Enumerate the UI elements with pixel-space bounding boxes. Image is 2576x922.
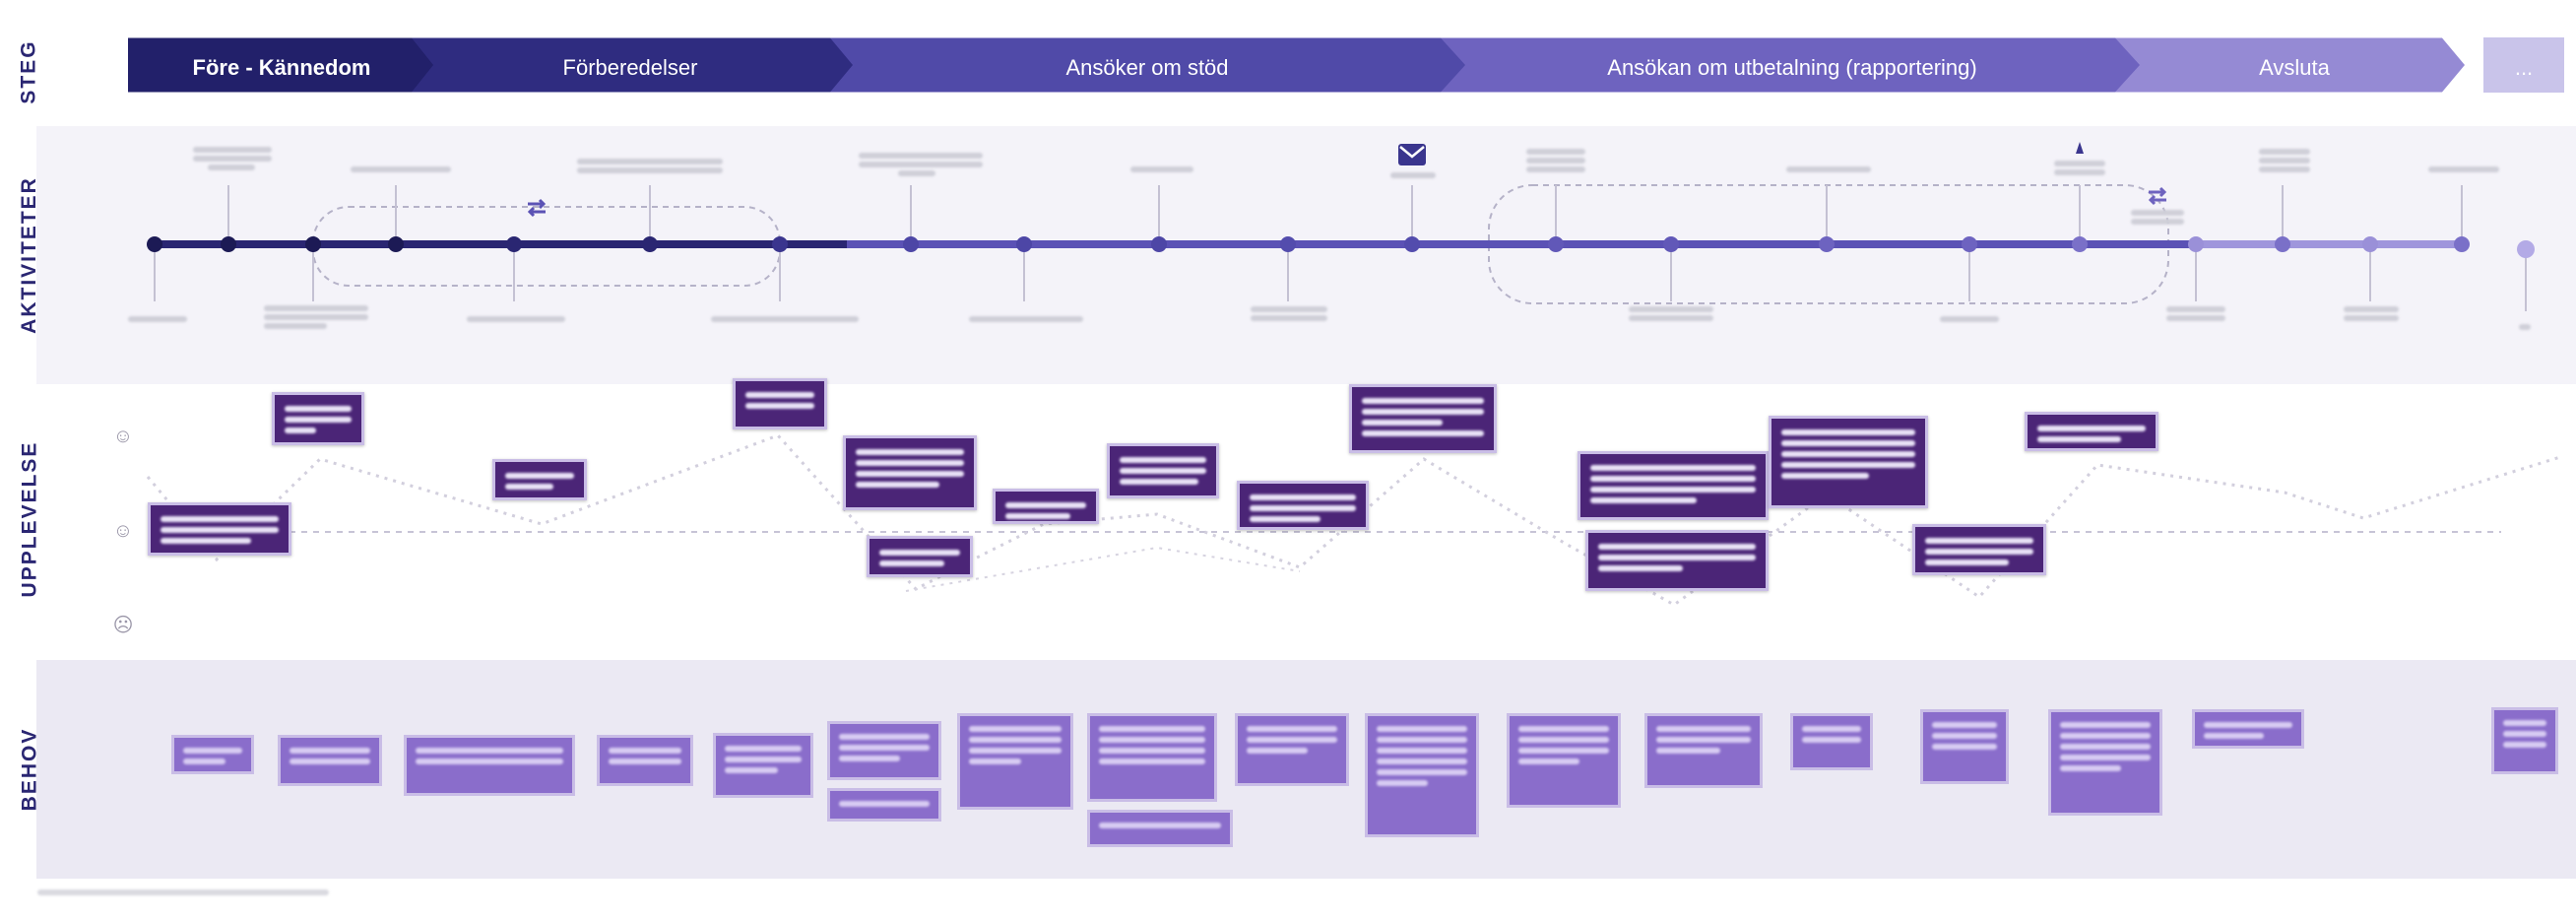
activity-dot[interactable] — [2072, 236, 2088, 252]
need-note[interactable] — [2048, 709, 2162, 816]
step-arrow-more — [2483, 37, 2564, 93]
experience-note[interactable] — [2025, 412, 2158, 451]
step-arrow-forberedelser — [412, 37, 855, 93]
experience-note[interactable] — [843, 435, 977, 510]
step-label-0: Före - Kännedom — [192, 55, 371, 80]
aktiviteter-lane — [36, 126, 2576, 384]
activity-dot[interactable] — [221, 236, 236, 252]
experience-note[interactable] — [1585, 530, 1769, 591]
experience-note[interactable] — [993, 489, 1099, 524]
need-note[interactable] — [1644, 713, 1763, 788]
activity-timeline — [147, 142, 2535, 311]
repeat-icon — [2148, 186, 2167, 206]
activity-dot[interactable] — [642, 236, 658, 252]
activity-dot[interactable] — [2275, 236, 2290, 252]
emotion-curve — [146, 433, 2561, 607]
activity-dot[interactable] — [2188, 236, 2204, 252]
experience-note[interactable] — [1349, 384, 1497, 453]
activity-dot[interactable] — [506, 236, 522, 252]
footer-note — [37, 887, 329, 898]
need-note[interactable] — [2192, 709, 2304, 749]
experience-note[interactable] — [148, 502, 291, 556]
need-note[interactable] — [1507, 713, 1621, 808]
need-note[interactable] — [2491, 707, 2558, 774]
activity-dot[interactable] — [147, 236, 162, 252]
step-arrow-avsluta — [2115, 37, 2465, 93]
experience-note[interactable] — [1107, 443, 1219, 498]
experience-note[interactable] — [1578, 451, 1769, 520]
experience-note[interactable] — [1237, 481, 1369, 530]
lane-label-behov: BEHOV — [10, 660, 49, 879]
step-arrow-utbetalning — [1441, 37, 2142, 93]
need-note[interactable] — [957, 713, 1073, 810]
need-note[interactable] — [1087, 713, 1217, 802]
activity-dot[interactable] — [1819, 236, 1835, 252]
need-note[interactable] — [827, 721, 941, 780]
experience-note[interactable] — [492, 459, 587, 500]
steps-bar — [128, 37, 2564, 93]
experience-note[interactable] — [733, 378, 827, 429]
step-label-2: Ansöker om stöd — [1065, 55, 1229, 80]
experience-note[interactable] — [272, 392, 364, 445]
need-note[interactable] — [171, 735, 254, 774]
notification-icon — [2076, 142, 2084, 154]
step-label-4: Avsluta — [2259, 55, 2330, 80]
experience-note[interactable] — [1769, 416, 1928, 508]
step-arrow-ansoker — [830, 37, 1467, 93]
neutral-face-icon: ☺ — [112, 520, 134, 542]
activity-dot[interactable] — [1663, 236, 1679, 252]
need-note[interactable] — [278, 735, 382, 786]
experience-note[interactable] — [867, 536, 973, 577]
need-note[interactable] — [827, 788, 941, 822]
need-note[interactable] — [404, 735, 575, 796]
need-note[interactable] — [1920, 709, 2009, 784]
activity-dot[interactable] — [1404, 236, 1420, 252]
need-note[interactable] — [713, 733, 813, 798]
activity-dot[interactable] — [388, 236, 404, 252]
step-label-3: Ansökan om utbetalning (rapportering) — [1607, 55, 1977, 80]
repeat-icon — [527, 198, 547, 218]
step-label-1: Förberedelser — [562, 55, 698, 80]
activity-dot[interactable] — [1280, 236, 1296, 252]
mail-icon — [1398, 144, 1426, 165]
activity-dot[interactable] — [1151, 236, 1167, 252]
experience-note[interactable] — [1912, 524, 2046, 575]
need-note[interactable] — [1087, 810, 1233, 847]
activity-dot[interactable] — [772, 236, 788, 252]
step-label-5: ... — [2514, 55, 2534, 80]
need-note[interactable] — [1790, 713, 1873, 770]
lane-label-behov-text: BEHOV — [18, 727, 40, 812]
need-note[interactable] — [1235, 713, 1349, 786]
happy-face-icon: ☺ — [112, 426, 134, 447]
activity-dot[interactable] — [903, 236, 919, 252]
need-note[interactable] — [597, 735, 693, 786]
need-note[interactable] — [1365, 713, 1479, 837]
activity-dot[interactable] — [2362, 236, 2378, 252]
activity-dot[interactable] — [1962, 236, 1977, 252]
activity-dot[interactable] — [1016, 236, 1032, 252]
activity-dot[interactable] — [305, 236, 321, 252]
activity-dot[interactable] — [2454, 236, 2470, 252]
step-arrow-fore — [128, 37, 435, 93]
activity-dot[interactable] — [2517, 240, 2535, 258]
activity-dot[interactable] — [1548, 236, 1564, 252]
sad-face-icon: ☹ — [112, 615, 134, 636]
